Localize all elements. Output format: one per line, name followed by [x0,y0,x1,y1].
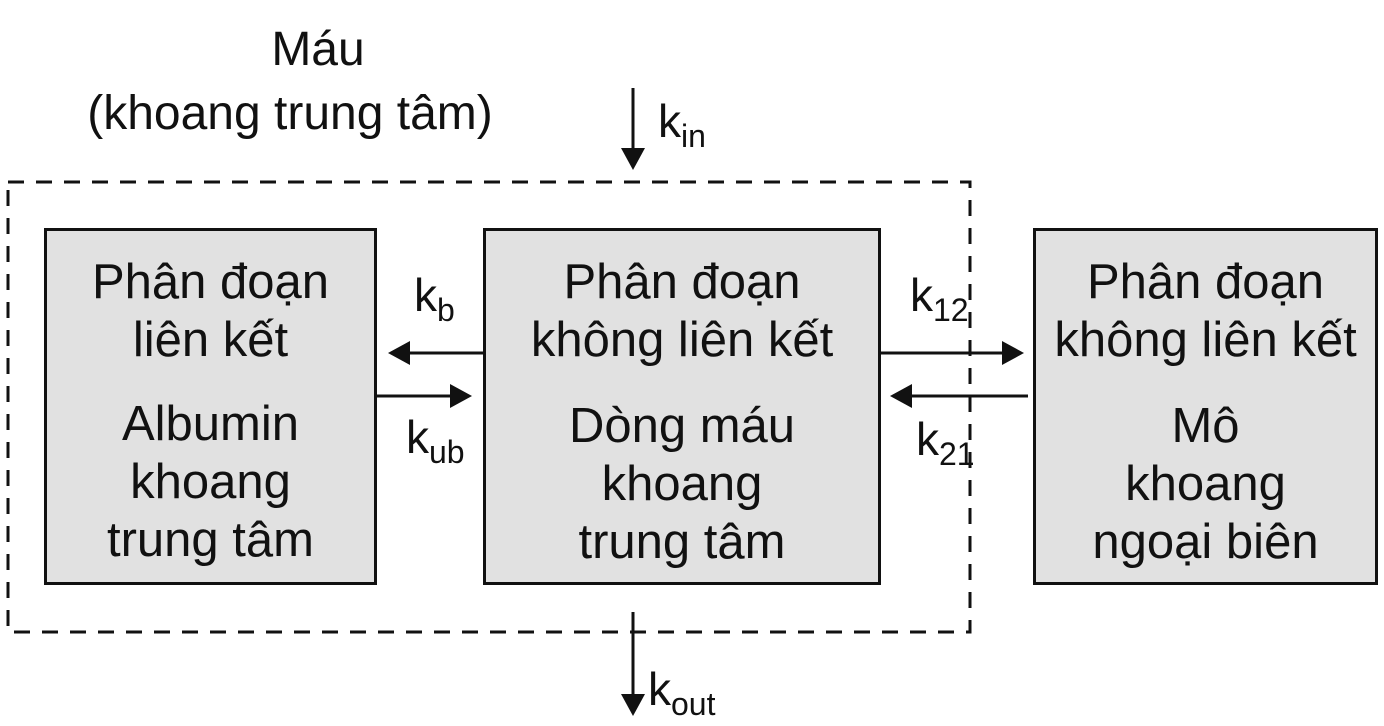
unbound-central-heading-line1: Phân đoạn [563,255,801,309]
unbound-peripheral-heading-line1: Phân đoạn [1086,255,1325,309]
unbound-central-box: Phân đoạn không liên kết Dòng máu khoang… [483,228,881,585]
k-in-label: kin [658,95,706,154]
bound-heading-line2: liên kết [132,313,289,367]
bound-body-line2: khoang [130,455,291,509]
k-in-arrow [621,88,645,170]
central-compartment-boundary [6,180,972,634]
k-b-label: kb [414,269,455,328]
k-out-label: kout [648,663,716,722]
bound-fraction-box: Phân đoạn liên kết Albumin khoang trung … [44,228,377,585]
unbound-central-body-line2: khoang [601,457,763,511]
k-21-arrow [890,384,1028,408]
unbound-central-body-line3: trung tâm [578,515,786,569]
unbound-peripheral-box: Phân đoạn không liên kết Mô khoang ngoại… [1033,228,1378,585]
unbound-peripheral-body-line3: ngoại biên [1092,515,1319,569]
unbound-central-body-line1: Dòng máu [568,399,796,453]
bound-body-line3: trung tâm [107,513,314,567]
k-b-arrow [388,341,484,365]
unbound-peripheral-body-line2: khoang [1125,457,1286,511]
compartment-title-line1: Máu [271,23,365,76]
bound-body-line1: Albumin [121,397,300,451]
unbound-peripheral-heading-line2: không liên kết [1054,313,1357,367]
k-ub-label: kub [406,411,465,470]
unbound-central-heading-line2: không liên kết [530,313,834,367]
k-12-label: k12 [910,269,969,328]
bound-heading-line1: Phân đoạn [91,255,330,309]
k-out-arrow [621,612,645,716]
compartment-title-line2: (khoang trung tâm) [87,87,493,140]
k-21-label: k21 [916,413,975,472]
k-12-arrow [880,341,1024,365]
unbound-peripheral-body-line1: Mô [1171,399,1240,453]
k-ub-arrow [376,384,472,408]
